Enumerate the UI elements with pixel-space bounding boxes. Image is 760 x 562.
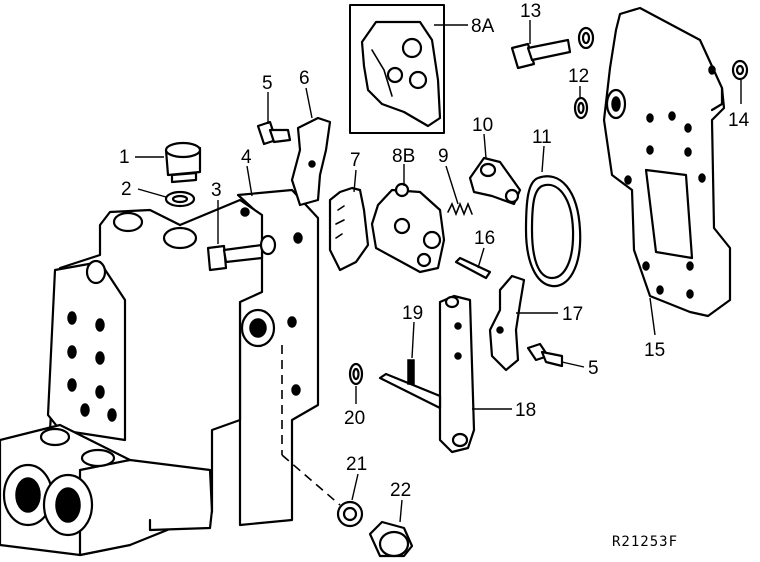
cap-screw-3 [206,234,277,272]
part-10 [468,156,522,206]
callout-6: 6 [299,68,310,89]
callout-labels: 1 2 3 4 5 5 6 7 8A 8B 9 10 11 12 13 14 1… [119,1,750,501]
valve-housing [0,188,341,557]
part-8a-box [349,4,445,134]
plug-1 [164,141,202,184]
washer-12 [573,96,589,120]
washer-2 [164,190,196,208]
callout-5-lower: 5 [588,358,599,379]
callout-14: 14 [728,110,750,131]
callout-19: 19 [402,303,423,324]
callout-4: 4 [241,147,252,168]
callout-20: 20 [344,408,365,429]
plug-14 [731,59,749,81]
callout-5-upper: 5 [262,73,273,94]
callout-10: 10 [472,115,493,136]
callout-11: 11 [532,127,552,148]
cover-15 [602,6,732,318]
callout-1: 1 [119,147,130,168]
leader-lines [135,20,742,523]
callout-2: 2 [121,179,132,200]
callout-18: 18 [515,400,536,421]
spring-9 [447,201,473,217]
callout-15: 15 [644,340,665,361]
callout-12: 12 [568,66,589,87]
callout-13: 13 [520,1,541,22]
lever-plate-6 [290,116,332,207]
detent-plate-7 [328,186,370,272]
o-ring-11 [524,175,582,288]
callout-16: 16 [474,228,495,249]
shaft-lever-18 [378,294,476,454]
callout-8b: 8B [392,146,415,167]
part-8b [370,182,446,274]
pin-16 [454,256,492,280]
cap-screw-13 [510,26,595,70]
washer-20 [348,362,364,386]
pin-19 [407,359,415,385]
callout-21: 21 [346,454,367,475]
washer-21 [336,500,364,528]
reference-code: R21253F [612,534,678,550]
plug-22 [368,520,414,558]
screw-5-upper [256,120,292,146]
callout-17: 17 [562,304,583,325]
callout-3: 3 [211,180,222,201]
screw-5-lower [526,342,564,368]
callout-7: 7 [350,150,361,171]
callout-22: 22 [390,480,411,501]
lever-17 [488,274,526,372]
callout-9: 9 [438,146,449,167]
callout-8a: 8A [471,16,495,37]
